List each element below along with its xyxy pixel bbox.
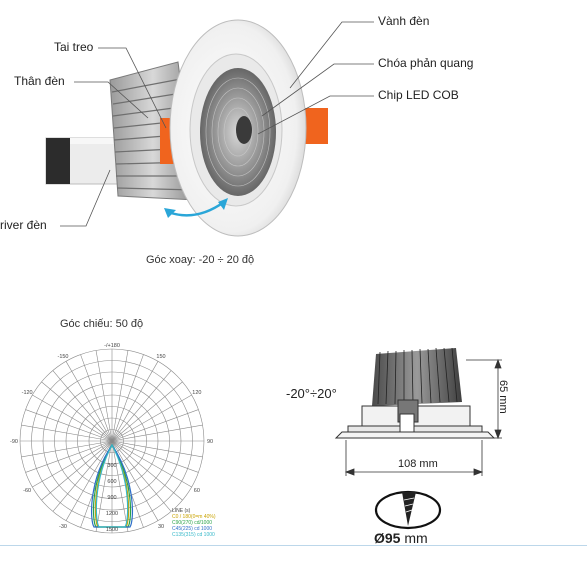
polar-angle-label: 90 <box>207 439 213 445</box>
legend-item: C0 / 180(0=m 40%) <box>172 514 216 520</box>
polar-spoke <box>52 440 113 512</box>
side-heatsink <box>372 347 462 406</box>
callout-reflector: Chóa phản quang <box>378 56 474 70</box>
polar-spoke <box>111 440 203 458</box>
height-label: 65 mm <box>497 380 509 414</box>
polar-spoke <box>52 370 113 442</box>
polar-spoke <box>95 350 113 442</box>
polar-radial-label: 1200 <box>106 511 118 517</box>
polar-spoke <box>111 440 183 501</box>
polar-spoke <box>111 440 192 488</box>
cutout-symbol: Ø95 <box>374 530 401 546</box>
rotation-caption: Góc xoay: -20 ÷ 20 độ <box>146 254 255 266</box>
legend-item: C90(270) cd/1000 <box>172 520 213 526</box>
polar-spoke <box>111 409 199 442</box>
callout-body: Thân đèn <box>14 74 65 88</box>
polar-angle-label: 60 <box>194 488 200 494</box>
polar-angle-label: -120 <box>22 390 33 396</box>
product-illustration <box>45 19 374 237</box>
legend-item: C135(315) cd 1000 <box>172 532 215 538</box>
beam-caption: Góc chiếu: 50 độ <box>60 318 144 330</box>
polar-spoke <box>25 409 113 442</box>
polar-spoke <box>111 370 172 442</box>
polar-radial-label: 1500 <box>106 527 118 533</box>
callout-rim: Vành đèn <box>378 14 430 28</box>
polar-spoke <box>111 381 183 442</box>
polar-spoke <box>111 440 129 532</box>
callout-driver: river đèn <box>0 218 47 232</box>
polar-curve <box>95 443 129 528</box>
cutout-unit: mm <box>400 530 428 546</box>
legend-title: LINE (s) <box>172 508 191 514</box>
polar-spoke <box>65 440 113 521</box>
cutout-label: Ø95 mm <box>374 530 428 546</box>
polar-spoke <box>21 424 113 442</box>
width-label: 108 mm <box>398 458 438 470</box>
callout-clip: Tai treo <box>54 40 94 54</box>
polar-spoke <box>25 440 113 473</box>
polar-angle-label: -90 <box>10 439 18 445</box>
polar-radial-label: 300 <box>107 463 116 469</box>
polar-spoke <box>111 440 199 473</box>
polar-angle-label: 150 <box>156 354 165 360</box>
legend-item: C45(225) cd 1000 <box>172 526 213 532</box>
polar-angle-label: 120 <box>192 390 201 396</box>
polar-radial-label: 600 <box>107 479 116 485</box>
bottom-divider <box>0 545 587 546</box>
polar-angle-label: -150 <box>57 354 68 360</box>
polar-spoke <box>111 440 172 512</box>
polar-angle-label: -30 <box>59 524 67 530</box>
rotation-arrow <box>167 200 225 217</box>
polar-angle-label: -/+180 <box>104 343 120 349</box>
polar-diagram: -/+180 -150 150 -120 120 -90 90 -60 60 -30 30 300 60… <box>10 343 213 534</box>
tilt-label: -20°÷20° <box>286 386 337 401</box>
polar-spoke <box>41 440 113 501</box>
polar-spoke <box>111 440 159 521</box>
callout-chip: Chip LED COB <box>378 88 459 102</box>
polar-spoke <box>111 394 192 442</box>
polar-spoke <box>41 381 113 442</box>
polar-spoke <box>111 354 144 442</box>
polar-spoke <box>32 394 113 442</box>
polar-spoke <box>80 354 113 442</box>
polar-legend: LINE (s) C0 / 180(0=m 40%) C90(270) cd/1… <box>172 508 216 538</box>
polar-angle-label: -60 <box>23 488 31 494</box>
polar-spoke <box>65 361 113 442</box>
cob-chip <box>236 116 252 144</box>
polar-spoke <box>95 440 113 532</box>
polar-spoke <box>21 440 113 458</box>
polar-angle-label: 30 <box>158 524 164 530</box>
polar-spoke <box>111 361 159 442</box>
polar-radial-label: 900 <box>107 495 116 501</box>
polar-spoke <box>111 350 129 442</box>
polar-spoke <box>111 424 203 442</box>
polar-spoke <box>32 440 113 488</box>
dimension-drawing <box>334 347 502 530</box>
